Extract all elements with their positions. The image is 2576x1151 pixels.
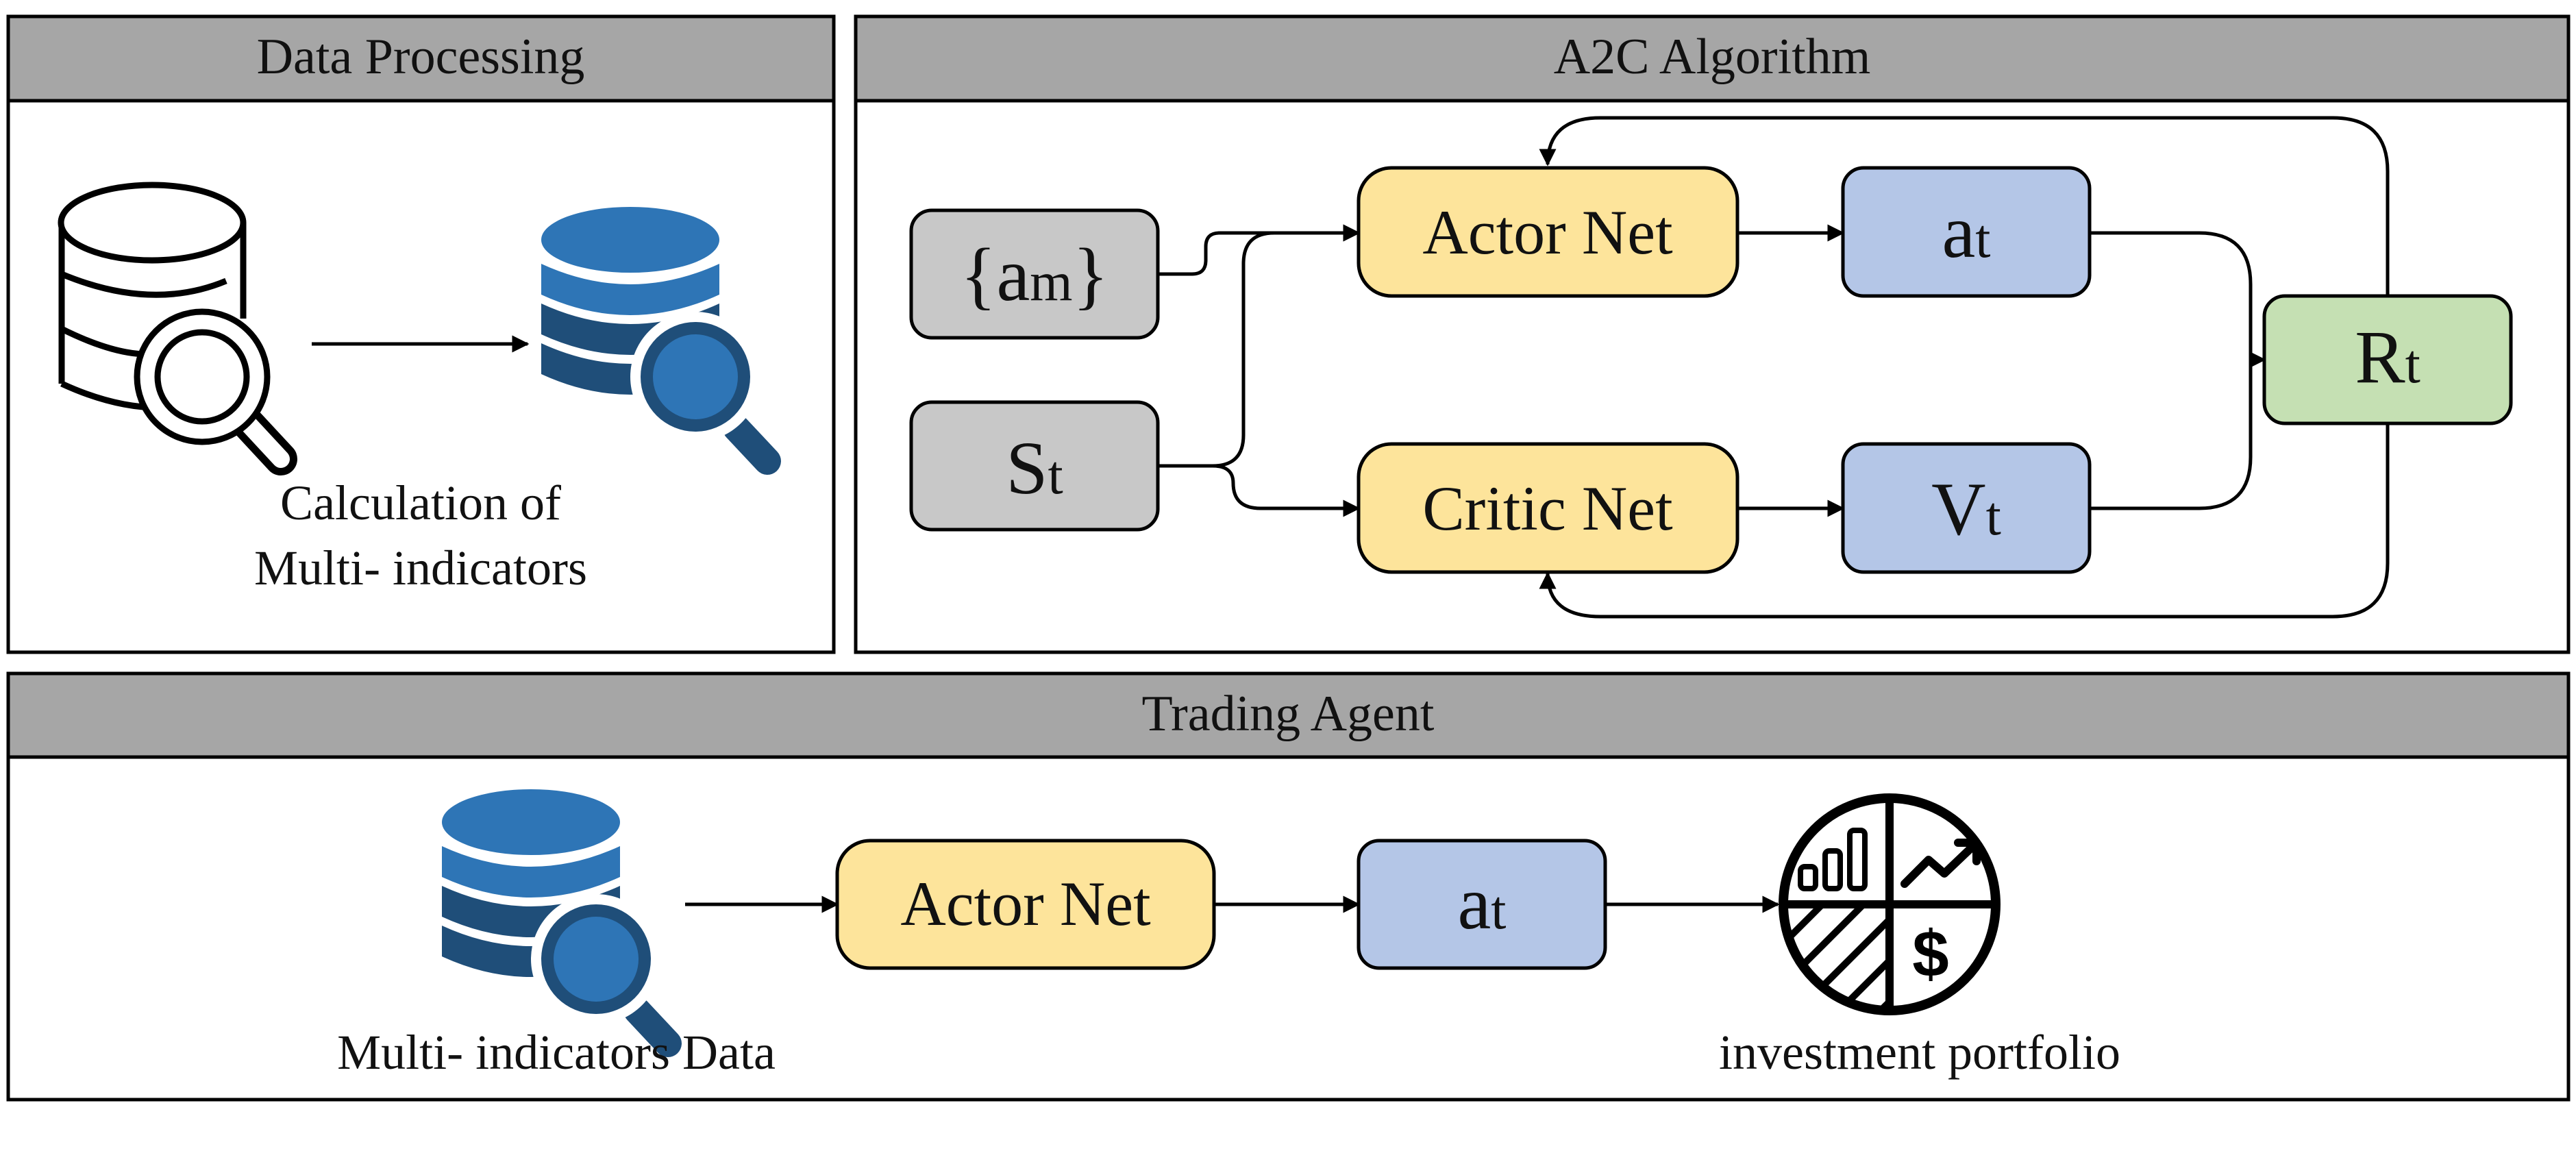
edge-st-to-critic xyxy=(1158,464,1361,517)
node-critic-net-label: Critic Net xyxy=(1422,473,1673,543)
edge-rt-to-actor xyxy=(1539,116,2390,295)
data-processing-title: Data Processing xyxy=(257,29,585,85)
svg-text:$: $ xyxy=(1912,917,1948,991)
trading-actor-net-label: Actor Net xyxy=(900,869,1151,939)
a2c-title: A2C Algorithm xyxy=(1554,29,1871,85)
node-st xyxy=(909,400,1160,532)
edge-rt-to-critic xyxy=(1539,425,2390,619)
a2c-header xyxy=(854,14,2571,103)
node-am-label: {am} xyxy=(961,233,1109,317)
edge-vt-to-rt xyxy=(2090,360,2253,510)
data-processing-header xyxy=(6,14,836,103)
node-am xyxy=(909,208,1160,340)
processing-caption-line2: Multi- indicators xyxy=(254,541,587,595)
edge-at-to-rt xyxy=(2090,231,2266,369)
edge-am-to-actor xyxy=(1158,224,1361,276)
edge-st-to-actor xyxy=(1158,224,1361,468)
node-st-label: St xyxy=(1006,426,1063,510)
node-rt xyxy=(2262,294,2513,425)
node-rt-label: Rt xyxy=(2355,315,2420,399)
node-critic-net xyxy=(1357,442,1739,574)
node-vt xyxy=(1841,442,2092,574)
processing-caption-line1: Calculation of xyxy=(280,475,561,530)
trading-agent-title: Trading Agent xyxy=(1142,686,1435,742)
node-at-label: at xyxy=(1942,190,1990,273)
node-actor-net-label: Actor Net xyxy=(1422,197,1673,267)
node-vt-label: Vt xyxy=(1931,467,2001,551)
portfolio-caption: investment portfolio xyxy=(1719,1025,2120,1080)
trading-agent-header xyxy=(6,671,2571,759)
node-actor-net xyxy=(1357,166,1739,298)
node-at xyxy=(1841,166,2092,298)
data-caption: Multi- indicators Data xyxy=(337,1025,776,1080)
portfolio-pie-icon: $ xyxy=(1779,793,2001,1015)
trading-at-label: at xyxy=(1457,861,1506,945)
